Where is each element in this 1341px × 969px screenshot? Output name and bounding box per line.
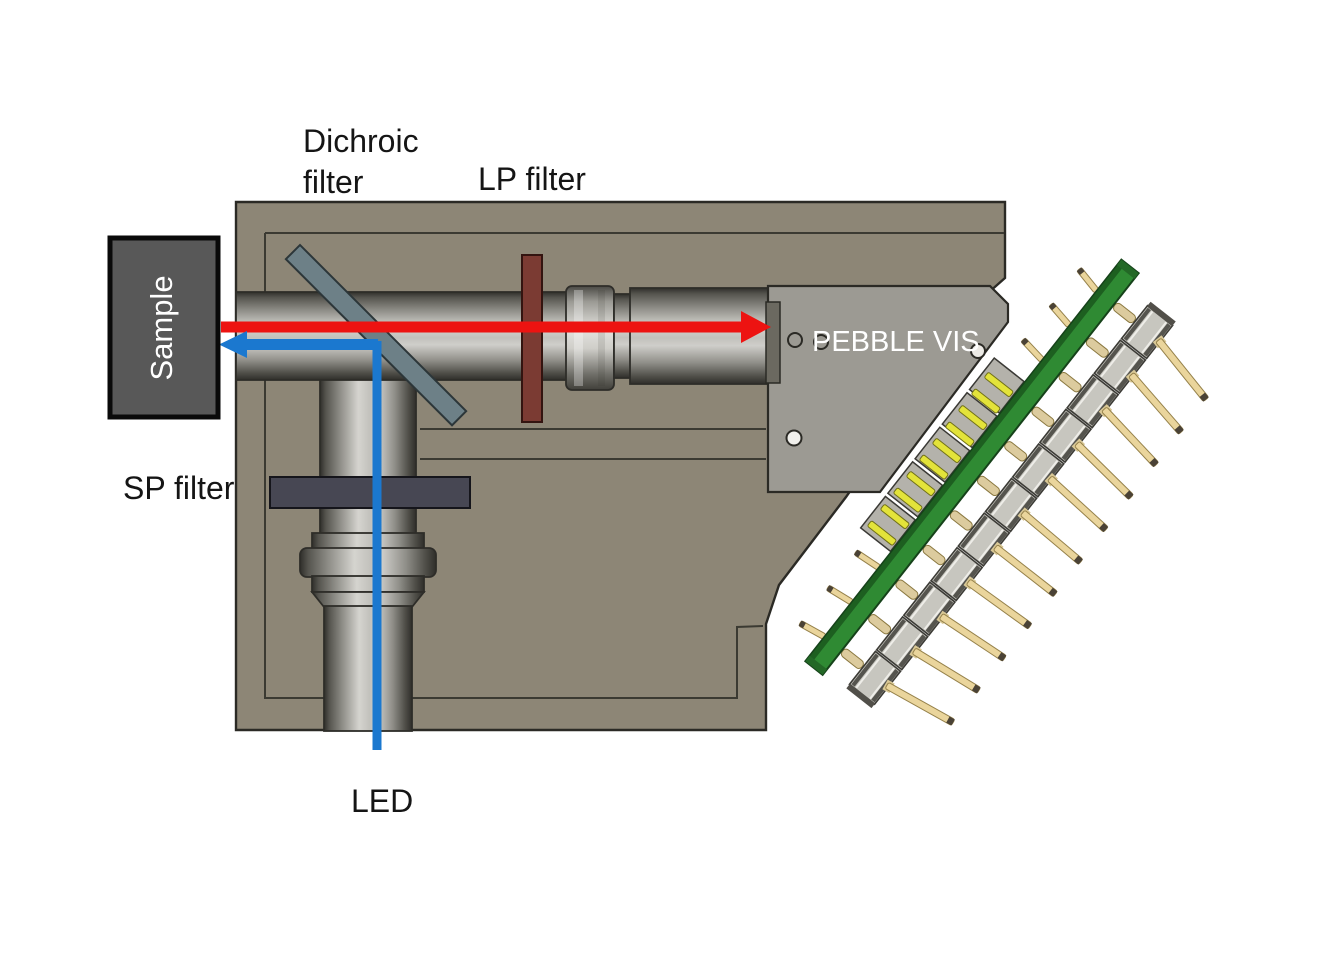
excitation-beam-arrow bbox=[219, 331, 382, 750]
label-sp-filter: SP filter bbox=[123, 470, 235, 506]
emission-tube bbox=[235, 285, 769, 391]
screw-hole bbox=[813, 334, 829, 350]
lp-filter-bar bbox=[521, 254, 543, 423]
pcb-assembly bbox=[798, 258, 1211, 728]
led-tube-flange bbox=[311, 532, 425, 550]
sample-box: Sample bbox=[107, 235, 221, 420]
emission-beam-arrow bbox=[221, 311, 771, 343]
label-dichroic-filter-line2: filter bbox=[303, 164, 364, 200]
detector-label: PEBBLE VIS bbox=[812, 326, 980, 358]
pin-header bbox=[846, 301, 1176, 709]
sp-filter-bar bbox=[269, 476, 471, 509]
screw-hole bbox=[785, 429, 803, 447]
tube-socket bbox=[765, 301, 781, 384]
screw-hole bbox=[787, 332, 803, 348]
lens-cell bbox=[565, 285, 615, 391]
detector-plate: PEBBLE VIS bbox=[765, 284, 1010, 494]
pcb bbox=[803, 258, 1141, 677]
housing-inner-lines bbox=[264, 232, 1004, 699]
gold-pads bbox=[867, 372, 1014, 546]
label-dichroic-filter-line1: Dichroic bbox=[303, 123, 419, 159]
label-led: LED bbox=[351, 783, 413, 819]
screw-hole bbox=[970, 343, 986, 359]
sample-label: Sample bbox=[144, 275, 179, 380]
led-tube bbox=[299, 373, 437, 732]
label-lp-filter: LP filter bbox=[478, 161, 586, 197]
